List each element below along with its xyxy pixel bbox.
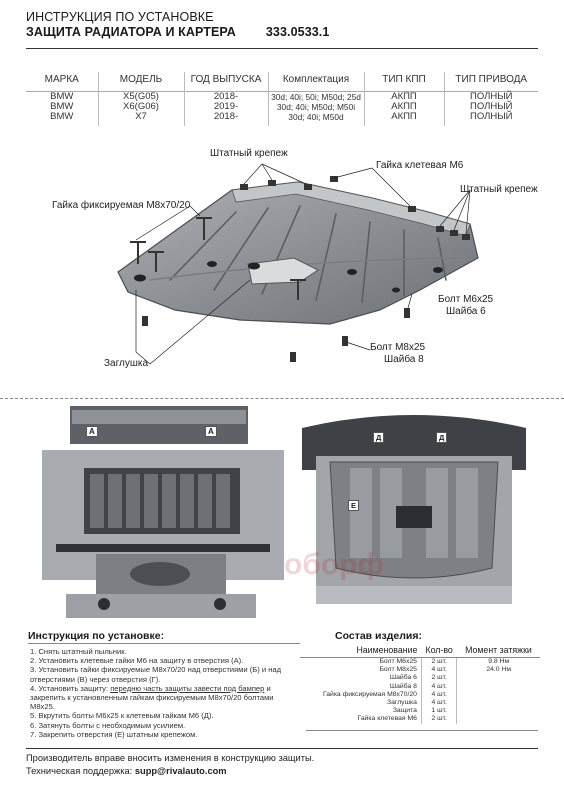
col-drive: ТИП ПРИВОДА [455, 74, 528, 85]
fixed-nut-icons [130, 217, 306, 300]
label-stock-mount-right: Штатный крепеж [460, 184, 538, 195]
watermark: оборф [284, 548, 384, 581]
instruction-step: 6. Затянуть болты с необходимым усилием. [30, 720, 186, 730]
marker-e: Е [348, 500, 360, 511]
instructions-title: Инструкция по установке: [28, 630, 165, 642]
label-plug: Заглушка [104, 358, 149, 369]
instruction-step: отверстиями (В) через отверстия (Г). [30, 674, 161, 684]
label-bolt-m6: Болт М6х25 [438, 294, 494, 305]
instruction-step: 5. Вкрутить болты М6х25 к клетевым гайка… [30, 711, 214, 721]
marker-d-right: Д [436, 432, 448, 443]
col-year: ГОД ВЫПУСКА [184, 72, 269, 92]
instruction-step: М8х25. [30, 702, 55, 712]
bolt-icons [142, 308, 410, 362]
instructions-list: 1. Снять штатный пыльник. 2. Установить … [30, 647, 302, 739]
instruction-step: 4. Установить защиту: передню часть защи… [30, 683, 271, 693]
cell-model: X5(G05)X6(G06)X7 [98, 91, 185, 126]
composition-divider [306, 730, 538, 731]
marker-a-right: А [205, 426, 217, 437]
header-divider [26, 48, 538, 49]
stock-mount-icons [240, 176, 470, 240]
label-fixed-nut: Гайка фиксируемая М8х70/20 [52, 200, 191, 211]
label-cage-nut: Гайка клетевая М6 [376, 160, 464, 171]
footer-disclaimer: Производитель вправе вносить изменения в… [26, 753, 315, 763]
underbody-photo-before [42, 406, 284, 618]
section-divider [0, 398, 564, 399]
marker-d-left: Д [373, 432, 385, 443]
footer-divider [26, 748, 538, 749]
col-part-name: Наименование [300, 643, 422, 658]
document-title: ЗАЩИТА РАДИАТОРА И КАРТЕРА 333.0533.1 [26, 25, 329, 40]
underbody-photo-after [302, 415, 526, 604]
article-number: 333.0533.1 [265, 25, 330, 39]
support-label: Техническая поддержка: [26, 766, 135, 776]
vehicle-spec-table: МАРКА МОДЕЛЬ ГОД ВЫПУСКА Комплектация ТИ… [26, 72, 538, 126]
composition-table: Наименование Кол-во Момент затяжки Болт … [300, 643, 540, 724]
support-email-link[interactable]: supp@rivalauto.com [134, 766, 227, 776]
instruction-step: 2. Установить клетевые гайки М6 на защит… [30, 656, 244, 666]
col-torque: Момент затяжки [456, 643, 540, 658]
instruction-step: 7. Закрепить отверстия (Е) штатным крепе… [30, 729, 198, 739]
instruction-step: 3. Установить гайки фиксируемые М8х70/20… [30, 665, 282, 675]
marker-a-left: А [86, 426, 98, 437]
leader-lines [135, 163, 471, 365]
cell-year: 2018-2019-2018- [184, 91, 269, 126]
col-brand: МАРКА [26, 72, 99, 92]
skid-plate-opening [247, 257, 319, 285]
instruction-step: 1. Снять штатный пыльник. [30, 647, 127, 656]
label-stock-mount-top: Штатный крепеж [210, 148, 288, 159]
label-washer-6: Шайба 6 [446, 306, 486, 317]
col-gearbox: ТИП КПП [364, 72, 445, 92]
label-bolt-m8: Болт М8х25 [370, 342, 426, 353]
header-line1: ИНСТРУКЦИЯ ПО УСТАНОВКЕ [26, 10, 214, 24]
document-header: ИНСТРУКЦИЯ ПО УСТАНОВКЕ ЗАЩИТА РАДИАТОРА… [26, 10, 329, 40]
composition-header-row: Наименование Кол-во Момент затяжки [300, 643, 540, 658]
composition-title: Состав изделия: [335, 630, 422, 642]
col-quantity: Кол-во [421, 643, 457, 658]
col-trim: Комплектация [268, 72, 365, 92]
mount-holes [134, 261, 443, 293]
product-title: ЗАЩИТА РАДИАТОРА И КАРТЕРА [26, 25, 236, 39]
instruction-step: закрепить к установленным гайкам фиксиру… [30, 693, 274, 703]
skid-plate-diagram [117, 163, 479, 365]
spec-header-row: МАРКА МОДЕЛЬ ГОД ВЫПУСКА Комплектация ТИ… [26, 72, 538, 92]
label-washer-8: Шайба 8 [384, 354, 424, 365]
col-model: МОДЕЛЬ [98, 72, 185, 92]
footer-support: Техническая поддержка: supp@rivalauto.co… [26, 766, 227, 776]
instructions-divider [28, 643, 300, 644]
